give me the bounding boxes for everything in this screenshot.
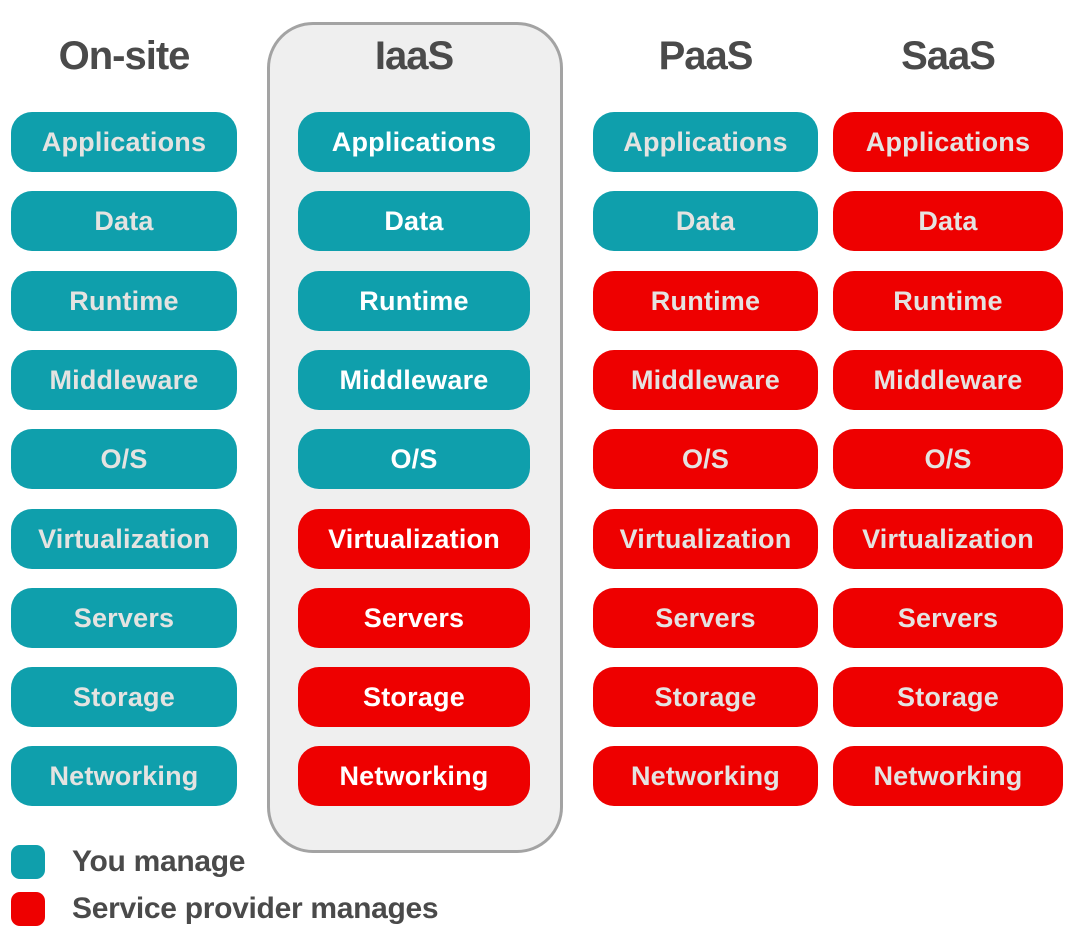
layer-pill-paas-applications: Applications	[593, 112, 818, 172]
layer-pill-saas-o-s: O/S	[833, 429, 1063, 489]
layer-pill-on-site-storage: Storage	[11, 667, 237, 727]
layer-pill-iaas-networking: Networking	[298, 746, 530, 806]
layer-pill-iaas-virtualization: Virtualization	[298, 509, 530, 569]
layer-pill-paas-storage: Storage	[593, 667, 818, 727]
layer-pill-iaas-runtime: Runtime	[298, 271, 530, 331]
layer-pill-saas-applications: Applications	[833, 112, 1063, 172]
legend-label-provider-manages: Service provider manages	[72, 891, 439, 925]
you-manage-swatch-icon	[11, 844, 45, 879]
layer-pill-paas-o-s: O/S	[593, 429, 818, 489]
layer-pill-on-site-virtualization: Virtualization	[11, 509, 237, 569]
layer-pill-iaas-data: Data	[298, 191, 530, 251]
layer-pill-on-site-networking: Networking	[11, 746, 237, 806]
legend-item-provider-manages: Service provider manages	[11, 891, 439, 926]
column-header-paas: PaaS	[658, 34, 754, 78]
layer-pill-saas-virtualization: Virtualization	[833, 509, 1063, 569]
layer-pill-on-site-applications: Applications	[11, 112, 237, 172]
provider-manages-swatch-icon	[11, 891, 45, 926]
layer-pill-saas-servers: Servers	[833, 588, 1063, 648]
layer-pill-iaas-servers: Servers	[298, 588, 530, 648]
layer-pill-saas-networking: Networking	[833, 746, 1063, 806]
layer-pill-paas-middleware: Middleware	[593, 350, 818, 410]
layer-pill-on-site-o-s: O/S	[11, 429, 237, 489]
legend-item-you-manage: You manage	[11, 844, 245, 879]
layer-pill-iaas-storage: Storage	[298, 667, 530, 727]
layer-pill-iaas-o-s: O/S	[298, 429, 530, 489]
column-header-saas: SaaS	[901, 34, 996, 78]
layer-pill-on-site-middleware: Middleware	[11, 350, 237, 410]
layer-pill-saas-runtime: Runtime	[833, 271, 1063, 331]
column-header-iaas: IaaS	[374, 34, 454, 78]
column-header-on-site: On-site	[58, 34, 191, 78]
layer-pill-on-site-servers: Servers	[11, 588, 237, 648]
layer-pill-on-site-data: Data	[11, 191, 237, 251]
layer-pill-iaas-middleware: Middleware	[298, 350, 530, 410]
layer-pill-paas-virtualization: Virtualization	[593, 509, 818, 569]
layer-pill-iaas-applications: Applications	[298, 112, 530, 172]
layer-pill-saas-data: Data	[833, 191, 1063, 251]
layer-pill-on-site-runtime: Runtime	[11, 271, 237, 331]
layer-pill-paas-runtime: Runtime	[593, 271, 818, 331]
layer-pill-saas-middleware: Middleware	[833, 350, 1063, 410]
layer-pill-paas-servers: Servers	[593, 588, 818, 648]
legend-label-you-manage: You manage	[72, 844, 246, 878]
layer-pill-saas-storage: Storage	[833, 667, 1063, 727]
layer-pill-paas-data: Data	[593, 191, 818, 251]
layer-pill-paas-networking: Networking	[593, 746, 818, 806]
